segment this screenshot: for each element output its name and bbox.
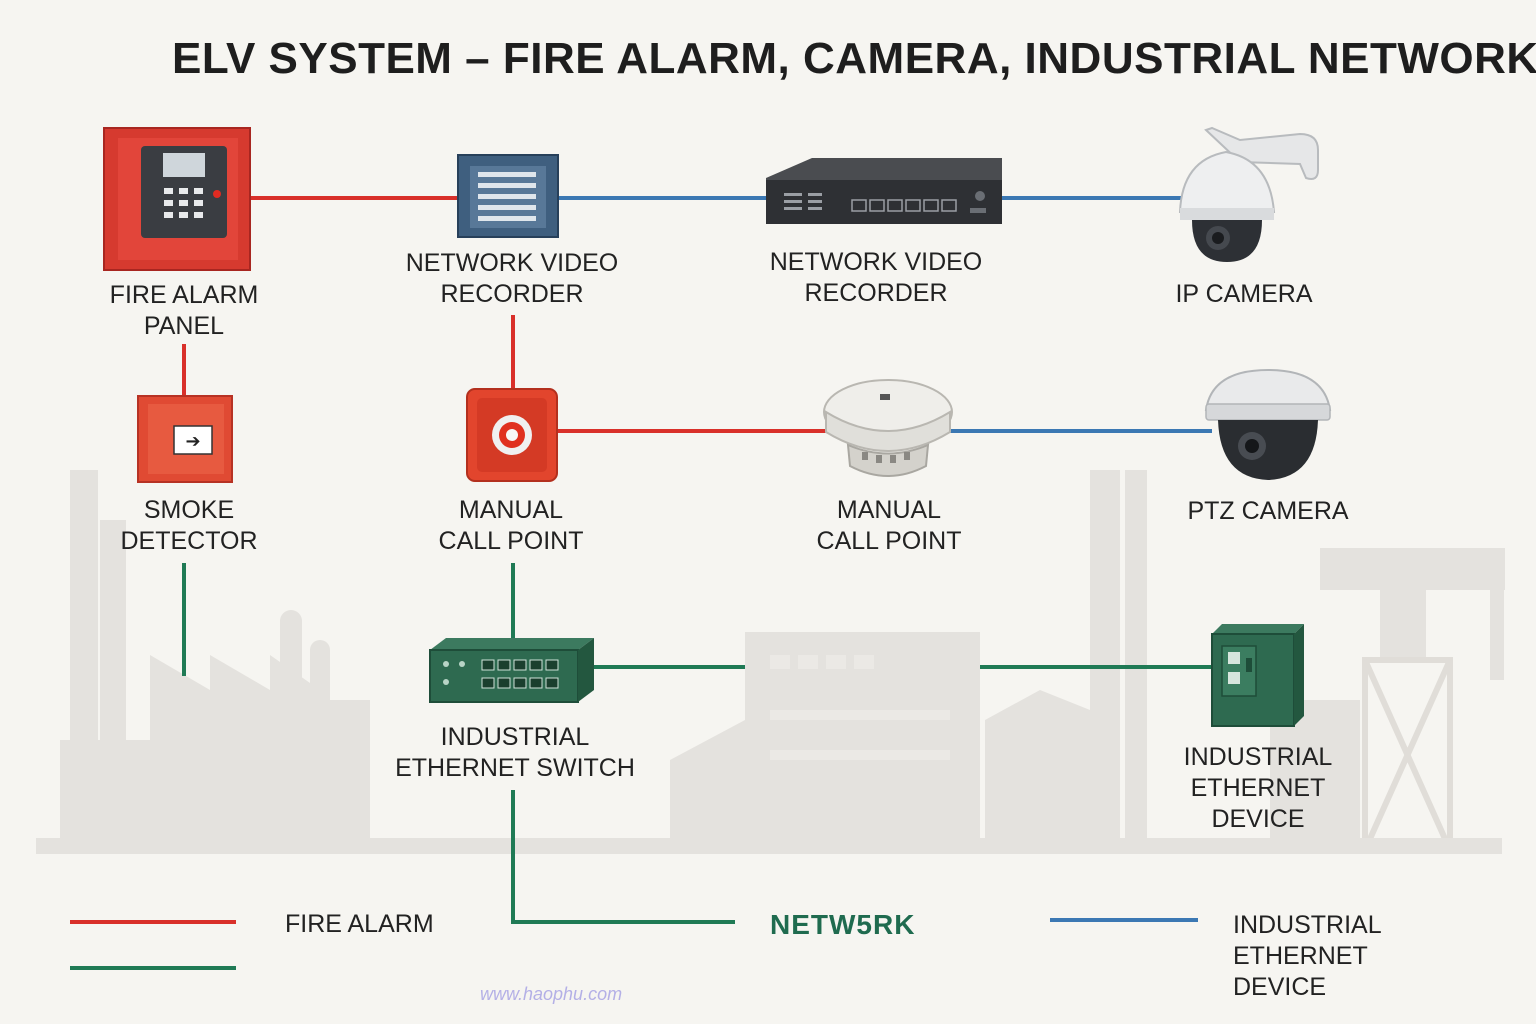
industrial-cabinet-icon <box>1211 624 1304 727</box>
connection-lines <box>182 196 1212 924</box>
label-smoke-detector: SMOKE DETECTOR <box>120 496 258 555</box>
legend-network-label: NETW5RK <box>770 909 916 940</box>
legend-fire-alarm-label: FIRE ALARM <box>285 910 434 938</box>
label-industrial-device: INDUSTRIAL ETHERNET DEVICE <box>1183 743 1333 833</box>
label-nvr-left: NETWORK VIDEO RECORDER <box>405 249 619 308</box>
ceiling-detector-icon <box>823 379 953 477</box>
manual-call-point-icon <box>466 388 558 482</box>
smoke-detector-icon: ➔ <box>137 395 233 483</box>
industrial-skyline-background <box>36 470 1505 854</box>
label-nvr-right: NETWORK VIDEO RECORDER <box>769 248 983 307</box>
nvr-unit-icon <box>457 154 559 238</box>
legend-swatches <box>70 918 1198 970</box>
network-link-switch-legend <box>511 790 735 924</box>
page-title: ELV SYSTEM – FIRE ALARM, CAMERA, INDUSTR… <box>172 34 1536 83</box>
ethernet-switch-icon <box>429 638 594 703</box>
legend-industrial-device-label: INDUSTRIAL ETHERNET DEVICE <box>1233 911 1382 1001</box>
label-industrial-switch: INDUSTRIAL ETHERNET SWITCH <box>395 723 635 782</box>
label-manual-call-point-left: MANUAL CALL POINT <box>438 496 584 555</box>
watermark-text: www.haophu.com <box>480 984 623 1004</box>
label-ptz-camera: PTZ CAMERA <box>1187 497 1349 525</box>
nvr-rack-icon <box>766 158 1002 224</box>
dome-camera-icon <box>1204 368 1332 480</box>
label-manual-call-point-right: MANUAL CALL POINT <box>816 496 962 555</box>
label-ip-camera: IP CAMERA <box>1175 280 1313 308</box>
ip-camera-icon <box>1178 126 1319 262</box>
fire-alarm-panel-icon <box>103 127 251 271</box>
svg-text:➔: ➔ <box>185 431 200 452</box>
label-fire-alarm-panel: FIRE ALARM PANEL <box>109 281 259 340</box>
